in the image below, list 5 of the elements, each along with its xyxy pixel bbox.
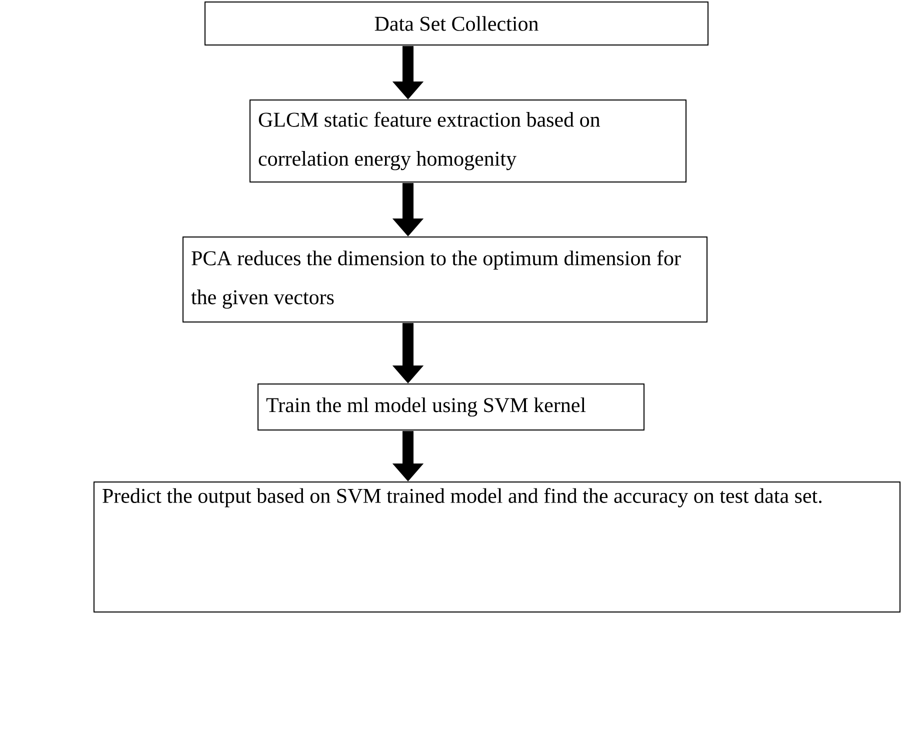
process-box: PCA reduces the dimension to the optimum dimension for the given vectors — [182, 236, 708, 322]
process-box: Predict the output based on SVM trained model and find the accuracy on test data set. — [94, 482, 900, 612]
process-box: Data Set Collection — [204, 2, 708, 46]
process-box: GLCM static feature extraction based on correlation energy homogenity — [250, 100, 686, 182]
process-box: Train the ml model using SVM kernel — [258, 384, 644, 430]
